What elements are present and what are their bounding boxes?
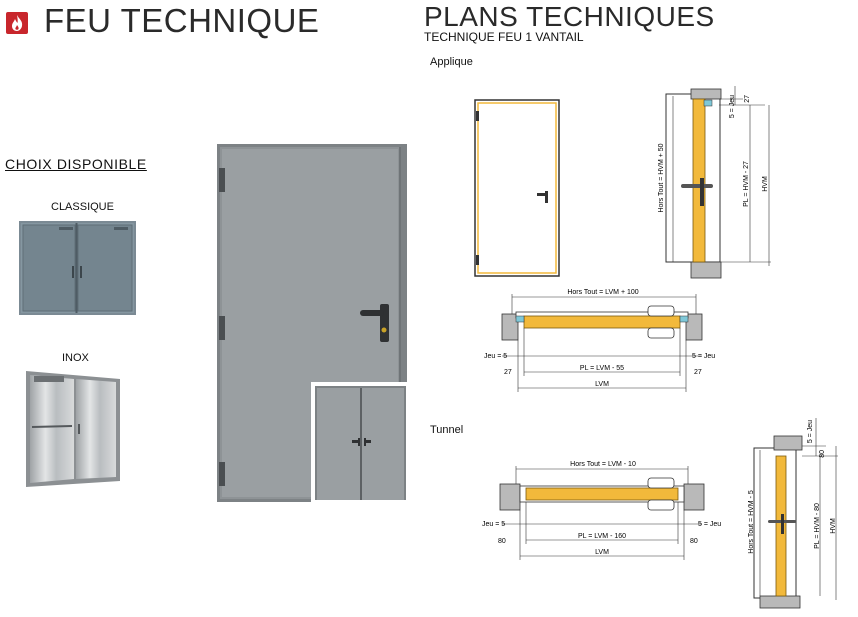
- applique-v-pl: PL = HVM - 27: [743, 161, 750, 207]
- applique-front-elevation: [474, 99, 560, 282]
- tunnel-v-hvm: HVM: [830, 518, 837, 534]
- applique-v-hvm: HVM: [762, 176, 769, 192]
- applique-v-overall: Hors Tout = HVM + 50: [658, 143, 665, 212]
- tunnel-v-pl: PL = HVM - 80: [814, 503, 821, 549]
- section-label-applique: Applique: [430, 56, 473, 68]
- applique-vertical-section: 5 = Jeu 27 Hors Tout = HVM + 50 PL = HVM…: [655, 86, 775, 287]
- applique-h-jeu-right: 5 = Jeu: [692, 353, 715, 360]
- page-title: FEU TECHNIQUE: [44, 2, 320, 39]
- classique-door-image[interactable]: [19, 221, 136, 320]
- tunnel-vertical-section: 5 = Jeu 80 Hors Tout = HVM - 5 PL = HVM …: [746, 416, 842, 617]
- inox-door-image[interactable]: [26, 369, 122, 494]
- tunnel-v-overall: Hors Tout = HVM - 5: [748, 490, 755, 554]
- tunnel-h-side-left: 80: [498, 538, 506, 545]
- tunnel-h-jeu-left: Jeu = 5: [482, 521, 505, 528]
- tunnel-v-top: 80: [819, 450, 826, 458]
- tunnel-h-jeu-right: 5 = Jeu: [698, 521, 721, 528]
- tunnel-v-jeu: 5 = Jeu: [807, 420, 814, 443]
- choices-heading: CHOIX DISPONIBLE: [5, 156, 147, 172]
- applique-h-side-left: 27: [504, 369, 512, 376]
- applique-h-overall: Hors Tout = LVM + 100: [567, 289, 638, 296]
- choice-label-classique: CLASSIQUE: [51, 201, 114, 213]
- applique-h-pl: PL = LVM - 55: [580, 365, 624, 372]
- applique-h-lvm: LVM: [595, 381, 609, 388]
- flame-icon: [6, 12, 28, 34]
- applique-horizontal-section: Hors Tout = LVM + 100 Jeu = 5 5 = Jeu 27…: [478, 284, 728, 401]
- tunnel-h-pl: PL = LVM - 160: [578, 533, 626, 540]
- section-label-tunnel: Tunnel: [430, 424, 464, 436]
- double-door-inset-image: [311, 382, 408, 507]
- choice-label-inox: INOX: [62, 352, 89, 364]
- tunnel-h-overall: Hors Tout = LVM - 10: [570, 461, 636, 468]
- plans-title: PLANS TECHNIQUES: [424, 1, 715, 32]
- tunnel-h-side-right: 80: [690, 538, 698, 545]
- applique-v-top: 27: [744, 95, 751, 103]
- tunnel-horizontal-section: Hors Tout = LVM - 10 Jeu = 5 5 = Jeu 80 …: [478, 456, 728, 569]
- plans-subtitle: TECHNIQUE FEU 1 VANTAIL: [424, 30, 584, 44]
- applique-h-side-right: 27: [694, 369, 702, 376]
- applique-v-jeu: 5 = Jeu: [729, 95, 736, 118]
- tunnel-h-lvm: LVM: [595, 549, 609, 556]
- applique-h-jeu-left: Jeu = 5: [484, 353, 507, 360]
